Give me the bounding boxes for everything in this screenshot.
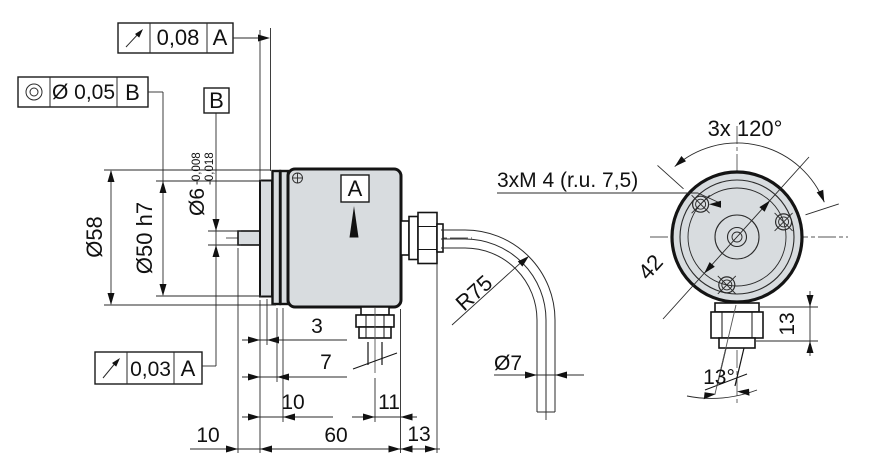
dimension-hole-angle: 3x 120° <box>657 116 839 216</box>
mounting-screw-2 <box>774 212 793 232</box>
clamp-ring-front <box>271 169 282 306</box>
mounting-screw-3 <box>717 275 737 295</box>
fcf-face-runout-datum: A <box>213 25 228 50</box>
bolt-circle-label: 42 <box>633 250 668 285</box>
dia6-upper-tolerance: -0,008 <box>191 152 203 185</box>
dia50-label: Ø50 h7 <box>132 202 157 274</box>
dim-10-collar-label: 10 <box>281 391 304 414</box>
dimension-dia58: Ø58 <box>82 169 276 306</box>
side-cable-gland <box>400 211 444 265</box>
shaft <box>237 230 261 246</box>
datum-b-flag: B <box>203 87 230 114</box>
datum-a-flag-label: A <box>348 176 363 201</box>
dimension-step1: 3 <box>242 315 347 344</box>
dia6-label: Ø6 <box>186 188 209 216</box>
runout-symbol-icon <box>102 358 120 379</box>
fcf-shaft-runout: 0,03 A <box>94 351 216 385</box>
front-cable-gland <box>704 302 764 395</box>
fcf-concentricity: Ø 0,05 B <box>17 76 163 108</box>
dimension-collar: 10 <box>242 391 333 421</box>
fcf-shaft-runout-value: 0,03 <box>130 358 171 381</box>
dimension-gland-offset: 11 <box>352 391 417 421</box>
cable <box>441 229 556 420</box>
fcf-concentricity-value: Ø 0,05 <box>52 81 115 104</box>
concentricity-symbol-icon <box>25 83 43 101</box>
dimension-exit-angle: 13° <box>686 366 758 400</box>
fcf-face-runout: 0,08 A <box>117 22 270 54</box>
thread-spec-label: 3xM 4 (r.u. 7,5) <box>497 169 638 192</box>
mounting-screw-1 <box>691 194 710 214</box>
datum-a-triangle <box>349 206 359 238</box>
fcf-face-runout-value: 0,08 <box>157 25 200 50</box>
face-circles <box>679 179 795 295</box>
cable-radius-callout: R75 <box>451 256 529 326</box>
gland-height-label: 13 <box>776 312 799 335</box>
thread-callout: 3xM 4 (r.u. 7,5) <box>497 169 722 208</box>
dimension-step2: 7 <box>242 351 347 381</box>
front-view: 42 3x 120° 3xM 4 (r.u. 7,5) <box>497 116 848 404</box>
spigot-flange <box>259 179 273 298</box>
dim-7-label: 7 <box>320 351 332 374</box>
dimension-dia50: Ø50 h7 <box>132 92 262 297</box>
side-view: A <box>17 22 584 453</box>
runout-symbol-icon <box>125 29 143 48</box>
datum-a-flag: A <box>340 174 370 238</box>
dia6-lower-tolerance: -0,018 <box>204 152 216 185</box>
dim-10-shaft-label: 10 <box>196 424 219 447</box>
bottom-cable-gland <box>352 306 398 373</box>
datum-b-flag-label: B <box>209 88 224 113</box>
hole-angle-label: 3x 120° <box>708 116 783 141</box>
dim-11-label: 11 <box>378 391 400 414</box>
fcf-shaft-runout-datum: A <box>181 356 196 381</box>
side-view-extension-lines <box>237 28 438 453</box>
dim-3-label: 3 <box>311 315 323 338</box>
fcf-concentricity-datum: B <box>125 80 140 105</box>
dim-13-label: 13 <box>407 423 430 446</box>
cable-diameter-label: Ø7 <box>494 352 522 375</box>
dimension-bottom-chain: 10 60 13 <box>190 423 440 453</box>
dim-60-label: 60 <box>324 424 347 447</box>
exit-angle-label: 13° <box>703 366 735 389</box>
dia58-label: Ø58 <box>82 216 107 258</box>
cable-diameter-dimension: Ø7 <box>494 352 584 379</box>
cable-radius-label: R75 <box>451 270 498 316</box>
dimension-gland-height: 13 <box>756 291 818 356</box>
screw-head-icon <box>292 172 303 184</box>
dimension-dia6: Ø6 -0,008 -0,018 <box>186 113 241 366</box>
